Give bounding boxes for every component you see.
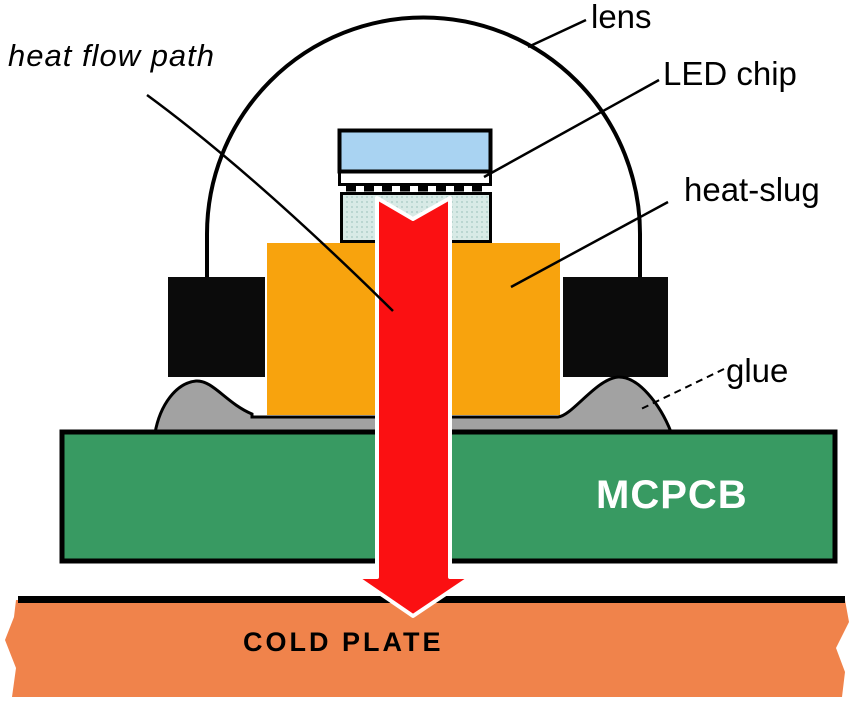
package-body-right-block <box>563 277 668 377</box>
heat-flow-path-leader-line <box>146 93 394 312</box>
glue-label: glue <box>726 352 789 389</box>
led-chip-label: LED chip <box>663 55 797 92</box>
heat-slug-label: heat-slug <box>684 171 820 208</box>
lens-dome-outline <box>205 15 642 277</box>
heat-slug-leader-line <box>510 200 669 289</box>
lens-label: lens <box>591 0 652 35</box>
led-chip-block <box>337 128 493 174</box>
cold-plate-slab <box>5 600 849 697</box>
package-body-left-block <box>168 277 265 377</box>
glue-leader-line <box>640 368 725 410</box>
cold-plate-label: COLD PLATE <box>243 627 444 657</box>
mcpcb-label: MCPCB <box>596 473 748 517</box>
led-chip-leader-line <box>483 78 660 179</box>
glue-blob <box>153 375 673 435</box>
lens-leader-line <box>527 18 587 49</box>
heat-flow-path-label: heat flow path <box>8 38 216 73</box>
